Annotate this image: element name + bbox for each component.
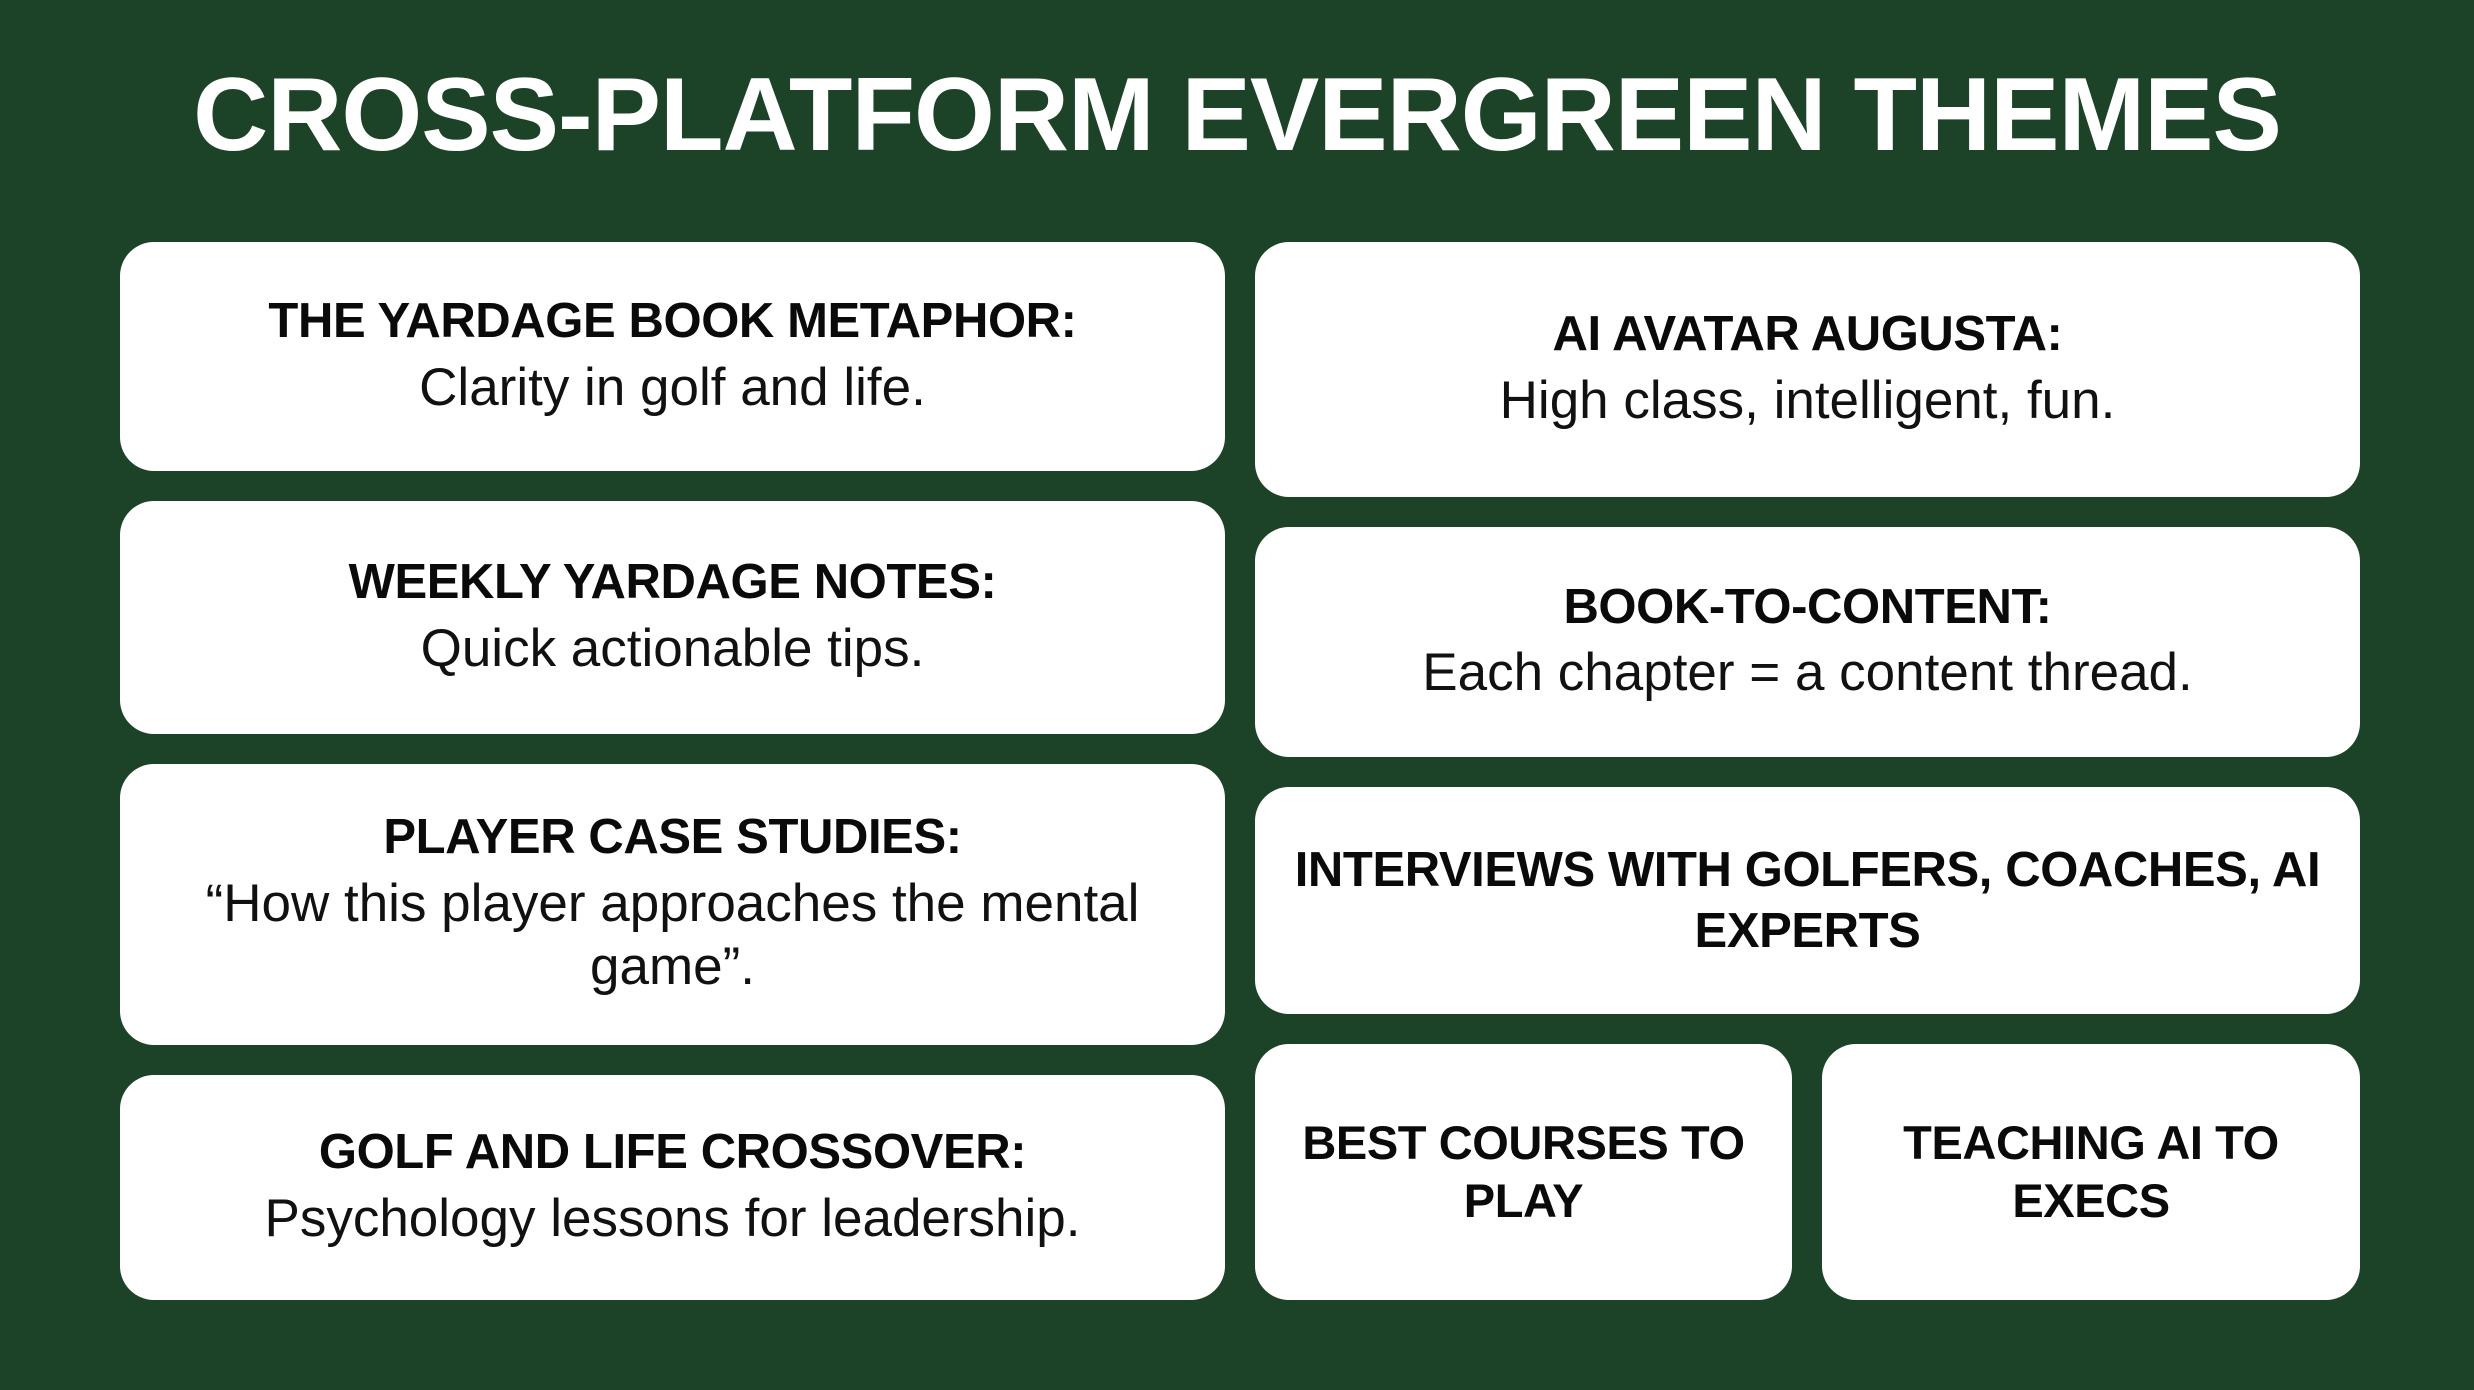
card-teaching-ai-to-execs[interactable]: TEACHING AI TO EXECS xyxy=(1822,1043,2360,1300)
page-title: CROSS-PLATFORM EVERGREEN THEMES xyxy=(193,57,2282,173)
card-body: High class, intelligent, fun. xyxy=(1499,370,2116,430)
card-body: Each chapter = a content thread. xyxy=(1422,643,2193,703)
card-body: “How this player approaches the mental g… xyxy=(205,873,1140,997)
card-title: BEST COURSES TO PLAY xyxy=(1302,1115,1745,1227)
card-weekly-yardage-notes[interactable]: WEEKLY YARDAGE NOTES: Quick actionable t… xyxy=(120,500,1225,734)
card-title: THE YARDAGE BOOK METAPHOR: xyxy=(268,293,1077,348)
card-title: TEACHING AI TO EXECS xyxy=(1903,1115,2279,1227)
card-book-to-content[interactable]: BOOK-TO-CONTENT: Each chapter = a conten… xyxy=(1255,527,2360,758)
card-title: AI AVATAR AUGUSTA: xyxy=(1552,306,2063,361)
card-ai-avatar-augusta[interactable]: AI AVATAR AUGUSTA: High class, intellige… xyxy=(1255,242,2360,498)
card-body: Clarity in golf and life. xyxy=(419,357,926,417)
left-column: THE YARDAGE BOOK METAPHOR: Clarity in go… xyxy=(120,242,1225,1300)
card-title: INTERVIEWS WITH GOLFERS, COACHES, AI EXP… xyxy=(1294,842,2321,958)
card-interviews[interactable]: INTERVIEWS WITH GOLFERS, COACHES, AI EXP… xyxy=(1255,787,2360,1014)
card-title: PLAYER CASE STUDIES: xyxy=(383,809,962,864)
card-yardage-book-metaphor[interactable]: THE YARDAGE BOOK METAPHOR: Clarity in go… xyxy=(120,242,1225,471)
card-best-courses-to-play[interactable]: BEST COURSES TO PLAY xyxy=(1255,1043,1792,1300)
card-body: Quick actionable tips. xyxy=(420,618,925,678)
card-title: WEEKLY YARDAGE NOTES: xyxy=(348,554,997,609)
card-golf-and-life-crossover[interactable]: GOLF AND LIFE CROSSOVER: Psychology less… xyxy=(120,1074,1225,1300)
card-body: Psychology lessons for leadership. xyxy=(264,1188,1081,1248)
right-bottom-row: BEST COURSES TO PLAY TEACHING AI TO EXEC… xyxy=(1255,1043,2360,1300)
right-column: AI AVATAR AUGUSTA: High class, intellige… xyxy=(1255,242,2360,1300)
card-title: GOLF AND LIFE CROSSOVER: xyxy=(318,1124,1027,1179)
themes-board: THE YARDAGE BOOK METAPHOR: Clarity in go… xyxy=(120,242,2360,1300)
card-player-case-studies[interactable]: PLAYER CASE STUDIES: “How this player ap… xyxy=(120,763,1225,1045)
card-title: BOOK-TO-CONTENT: xyxy=(1563,579,2052,634)
